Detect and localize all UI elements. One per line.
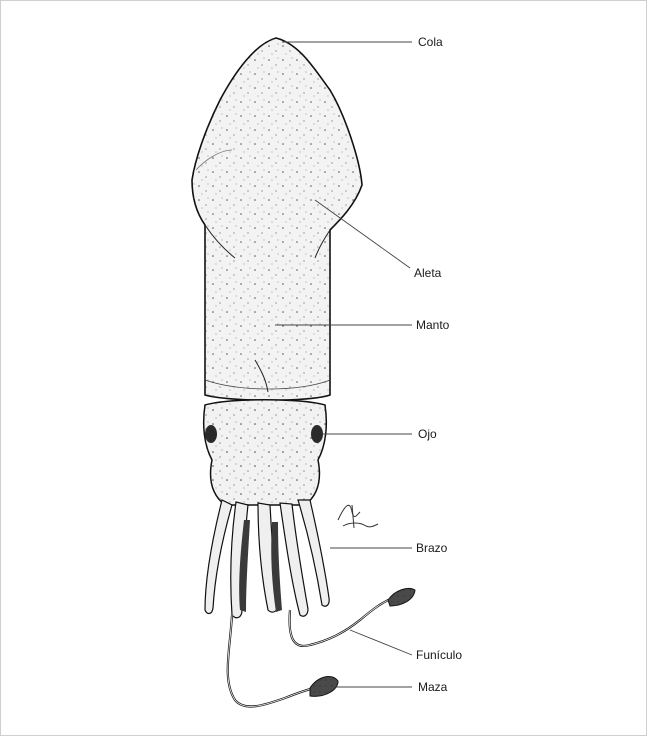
arms — [205, 500, 329, 618]
right-eye — [311, 425, 323, 443]
tentacle-left — [228, 615, 318, 706]
label-funiculo: Funículo — [416, 648, 462, 662]
label-ojo: Ojo — [418, 427, 437, 441]
label-aleta: Aleta — [414, 266, 441, 280]
label-maza: Maza — [418, 680, 447, 694]
left-eye — [205, 425, 217, 443]
signature — [338, 505, 378, 528]
label-manto: Manto — [416, 318, 449, 332]
label-brazo: Brazo — [416, 541, 447, 555]
label-cola: Cola — [418, 35, 443, 49]
